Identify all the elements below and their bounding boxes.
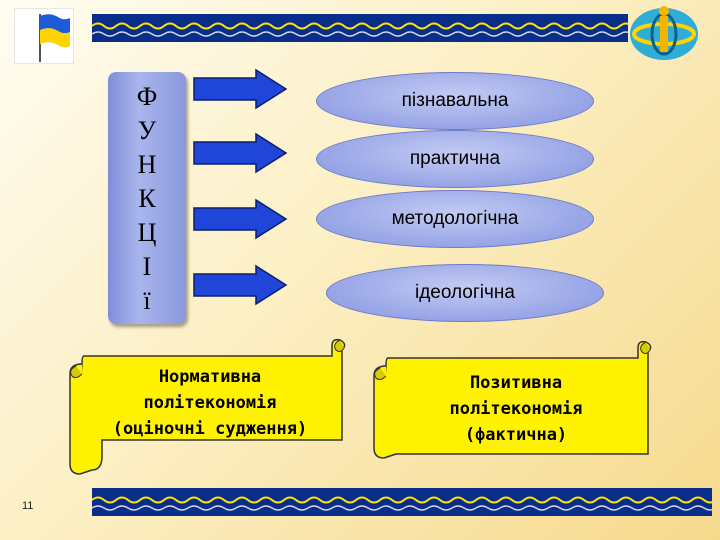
scroll-right-shape	[373, 340, 652, 459]
functions-vertical-box: Ф У Н К Ц І ї	[108, 72, 186, 324]
scroll-right-line: (фактична)	[464, 425, 568, 445]
university-logo-icon	[624, 2, 704, 66]
scroll-right-line: політекономія	[449, 399, 583, 419]
page-number: 11	[22, 500, 34, 512]
arrow-right-icon	[193, 68, 288, 110]
vertical-letter: К	[138, 184, 156, 213]
scroll-left-line: політекономія	[143, 393, 277, 413]
arrow-right-icon	[193, 132, 288, 174]
vertical-letter: Ф	[136, 82, 158, 111]
vertical-letter: І	[142, 252, 152, 281]
vertical-letter: Ц	[137, 218, 157, 247]
arrow-right-icon	[193, 264, 288, 306]
function-ellipse: пізнавальна	[316, 72, 594, 130]
scroll-right-line: Позитивна	[469, 373, 563, 393]
vertical-letter: Н	[137, 150, 157, 179]
vertical-letter: ї	[143, 286, 151, 315]
scroll-left-line: Нормативна	[158, 367, 262, 387]
function-ellipse: ідеологічна	[326, 264, 604, 322]
bottom-wave-band	[92, 488, 712, 516]
arrow-right-icon	[193, 198, 288, 240]
scroll-right-text: Позитивна політекономія (фактична)	[400, 370, 632, 448]
ukraine-flag-icon	[13, 7, 75, 65]
scroll-left-text: Нормативна політекономія (оціночні судже…	[94, 364, 326, 442]
scroll-left-shape	[69, 338, 346, 475]
function-ellipse: практична	[316, 130, 594, 188]
scroll-left-line: (оціночні судження)	[112, 419, 308, 439]
function-ellipse: методологічна	[316, 190, 594, 248]
vertical-letter: У	[137, 116, 157, 145]
top-wave-band	[92, 14, 628, 42]
